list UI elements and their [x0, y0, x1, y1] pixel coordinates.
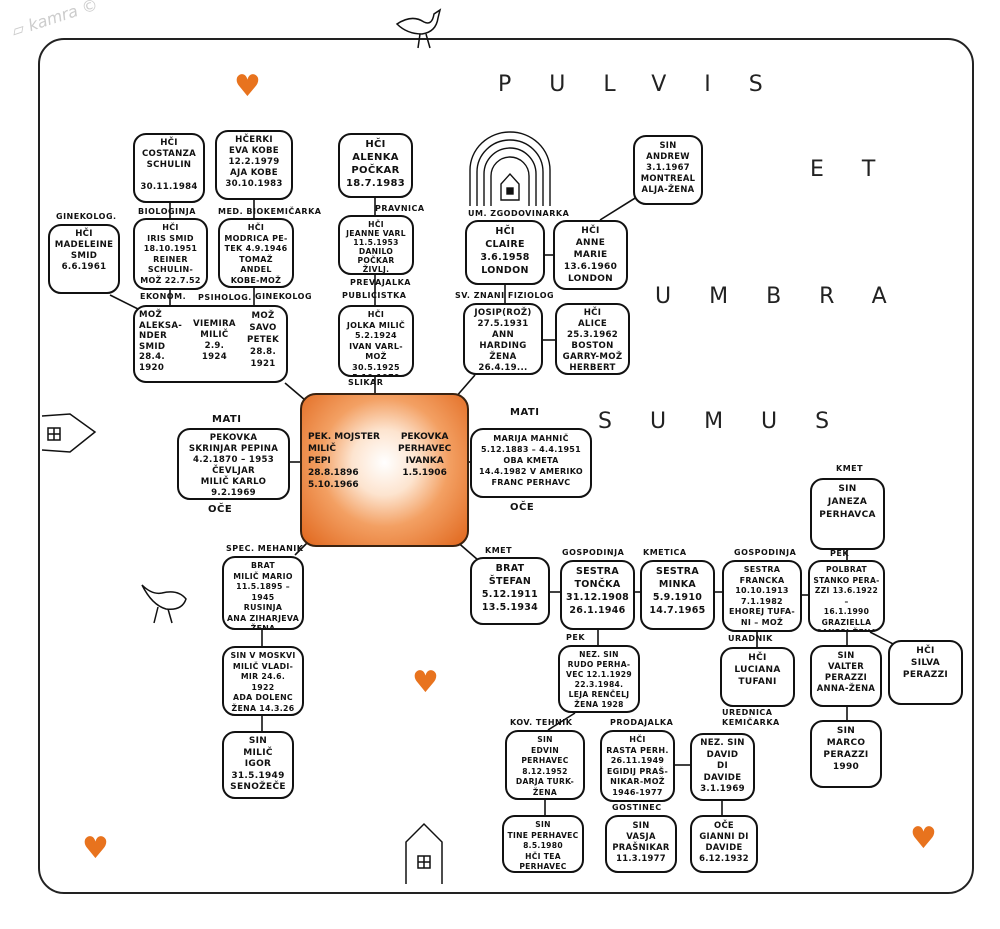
person-box-valter[interactable]: SIN VALTER PERAZZI ANNA-ŽENA [810, 645, 882, 707]
occupation-label: GOSTINEC [612, 803, 662, 812]
rainbow-house-icon [469, 131, 551, 206]
person-box-mother-father-milic[interactable]: PEKOVKA SKRINJAR PEPINA 4.2.1870 – 1953 … [177, 428, 290, 500]
viemira-milic: VIEMIRA MILIČ 2.9. 1924 [193, 319, 236, 362]
person-box-silva[interactable]: HČI SILVA PERAZZI [888, 640, 963, 705]
occupation-label: SV. ZNANI FIZIOLOG [455, 291, 555, 300]
house-icon [405, 822, 443, 884]
relation-label: MATI [510, 407, 540, 418]
person-box-gianni[interactable]: OČE GIANNI DI DAVIDE 6.12.1932 [690, 815, 758, 873]
aleksander-smid: MOŽ ALEKSA- NDER SMID 28.4. 1920 [139, 310, 183, 373]
title-word-sumus: SUMUS [598, 409, 868, 434]
heart-icon: ♥ [412, 665, 439, 700]
occupation-label: BIOLOGINJA [138, 207, 196, 216]
title-word-et: ET [810, 157, 914, 182]
relation-label: OČE [208, 504, 233, 515]
drawing-frame [38, 38, 974, 894]
occupation-label: KMET [836, 464, 864, 473]
occupation-label: PRAVNICA [375, 204, 425, 213]
person-box-alenka[interactable]: HČI ALENKA POČKAR 18.7.1983 [338, 133, 413, 198]
person-box-rasta[interactable]: HČI RASTA PERH. 26.11.1949 EGIDIJ PRAŠ- … [600, 730, 675, 802]
occupation-label: GINEKOLOG. [56, 212, 117, 221]
person-box-claire[interactable]: HČI CLAIRE 3.6.1958 LONDON [465, 220, 545, 285]
occupation-label: PRODAJALKA [610, 718, 674, 727]
father-milic-pepi: PEK. MOJSTER MILIČ PEPI 28.8.1896 5.10.1… [308, 432, 380, 490]
person-box-mother-father-perhavc[interactable]: MARIJA MAHNIČ 5.12.1883 – 4.4.1951 OBA K… [470, 428, 592, 498]
person-box-vladimir[interactable]: SIN V MOSKVI MILIČ VLADI- MIR 24.6. 1922… [222, 646, 304, 716]
occupation-label: PSIHOLOG. [198, 293, 252, 302]
person-box-jeanne[interactable]: HČI JEANNE VARL 11.5.1953 DANILO POČKAR … [338, 215, 414, 275]
savo-petek: MOŽ SAVO PETEK 28.8. 1921 [247, 311, 280, 369]
heart-icon: ♥ [234, 69, 261, 104]
heart-icon: ♥ [910, 821, 937, 856]
relation-label: MATI [212, 414, 242, 425]
relation-label: OČE [510, 502, 535, 513]
occupation-label: GOSPODINJA [734, 548, 797, 557]
person-box-mario[interactable]: BRAT MILIČ MARIO 11.5.1895 – 1945 RUSINJ… [222, 556, 304, 630]
person-box-janez[interactable]: SIN JANEZA PERHAVCA [810, 478, 885, 550]
person-box-costanza[interactable]: HČI COSTANZA SCHULIN 30.11.1984 [133, 133, 205, 203]
occupation-label: PUBLICISTKA [342, 291, 407, 300]
person-box-luciana[interactable]: HČI LUCIANA TUFANI [720, 647, 795, 707]
person-box-anne-marie[interactable]: HČI ANNE MARIE 13.6.1960 LONDON [553, 220, 628, 290]
person-box-viemira-family[interactable]: MOŽ ALEKSA- NDER SMID 28.4. 1920 VIEMIRA… [133, 305, 288, 383]
person-box-modrica[interactable]: HČI MODRICA PE- TEK 4.9.1946 TOMAŽ ANDEL… [218, 218, 294, 288]
person-box-andrew[interactable]: SIN ANDREW 3.1.1967 MONTREAL ALJA-ŽENA [633, 135, 703, 205]
person-box-vasja[interactable]: SIN VASJA PRAŠNIKAR 11.3.1977 [605, 815, 677, 873]
person-box-minka[interactable]: SESTRA MINKA 5.9.1910 14.7.1965 [640, 560, 715, 630]
occupation-label: UM. ZGODOVINARKA [468, 209, 570, 218]
person-box-iris[interactable]: HČI IRIS SMID 18.10.1951 REINER SCHULIN-… [133, 218, 208, 290]
person-box-igor[interactable]: SIN MILIČ IGOR 31.5.1949 SENOŽEČE [222, 731, 294, 799]
person-box-rudo[interactable]: NEZ. SIN RUDO PERHA- VEC 12.1.1929 22.3.… [558, 645, 640, 713]
person-box-josip[interactable]: JOSIP(ROŽ) 27.5.1931 ANN HARDING ŽENA 26… [463, 303, 543, 375]
bird-icon [395, 8, 442, 49]
occupation-label: SPEC. MEHANIK [226, 544, 304, 553]
occupation-label: PREVAJALKA [350, 278, 411, 287]
occupation-label: KMET [485, 546, 513, 555]
person-box-madeleine[interactable]: HČI MADELEINE SMID 6.6.1961 [48, 224, 120, 294]
heart-icon: ♥ [82, 831, 109, 866]
person-box-jolka[interactable]: HČI JOLKA MILIČ 5.2.1924 IVAN VARL-MOŽ 3… [338, 305, 414, 377]
mother-perhavec-ivanka: PEKOVKA PERHAVEC IVANKA 1.5.1906 [398, 432, 452, 478]
occupation-label: KOV. TEHNIK [510, 718, 573, 727]
person-box-edvin[interactable]: SIN EDVIN PERHAVEC 8.12.1952 DARJA TURK-… [505, 730, 585, 800]
person-box-eva-aja[interactable]: HČERKI EVA KOBE 12.2.1979 AJA KOBE 30.10… [215, 130, 293, 200]
title-word-pulvis: PULVIS [498, 72, 801, 97]
occupation-label: SLIKAR [348, 378, 384, 387]
person-box-david[interactable]: NEZ. SIN DAVID DI DAVIDE 3.1.1969 [690, 733, 755, 801]
occupation-label: PEK [830, 549, 850, 558]
occupation-label: EKONOM. [140, 292, 187, 301]
occupation-label: URADNIK [728, 634, 773, 643]
central-couple-box[interactable]: PEK. MOJSTER MILIČ PEPI 28.8.1896 5.10.1… [300, 393, 469, 547]
occupation-label: MED. BIOKEMIČARKA [218, 207, 322, 216]
occupation-label: PEK [566, 633, 586, 642]
person-box-francka[interactable]: SESTRA FRANCKA 10.10.1913 7.1.1982 EHORE… [722, 560, 802, 632]
person-box-alice[interactable]: HČI ALICE 25.3.1962 BOSTON GARRY-MOŽ HER… [555, 303, 630, 375]
bird-icon [141, 584, 187, 624]
house-icon [41, 413, 97, 453]
occupation-label: GINEKOLOG [255, 292, 313, 301]
person-box-marco[interactable]: SIN MARCO PERAZZI 1990 [810, 720, 882, 788]
occupation-label: UREDNICA KEMIČARKA [722, 708, 780, 727]
occupation-label: GOSPODINJA [562, 548, 625, 557]
person-box-tine-tea[interactable]: SIN TINE PERHAVEC 8.5.1980 HČI TEA PERHA… [502, 815, 584, 873]
person-box-stanko[interactable]: POLBRAT STANKO PERA- ZZI 13.6.1922 – 16.… [808, 560, 885, 632]
person-box-stefan[interactable]: BRAT ŠTEFAN 5.12.1911 13.5.1934 [470, 557, 550, 625]
title-word-umbra: UMBRA [655, 284, 925, 309]
person-box-toncka[interactable]: SESTRA TONČKA 31.12.1908 26.1.1946 [560, 560, 635, 630]
occupation-label: KMETICA [643, 548, 687, 557]
